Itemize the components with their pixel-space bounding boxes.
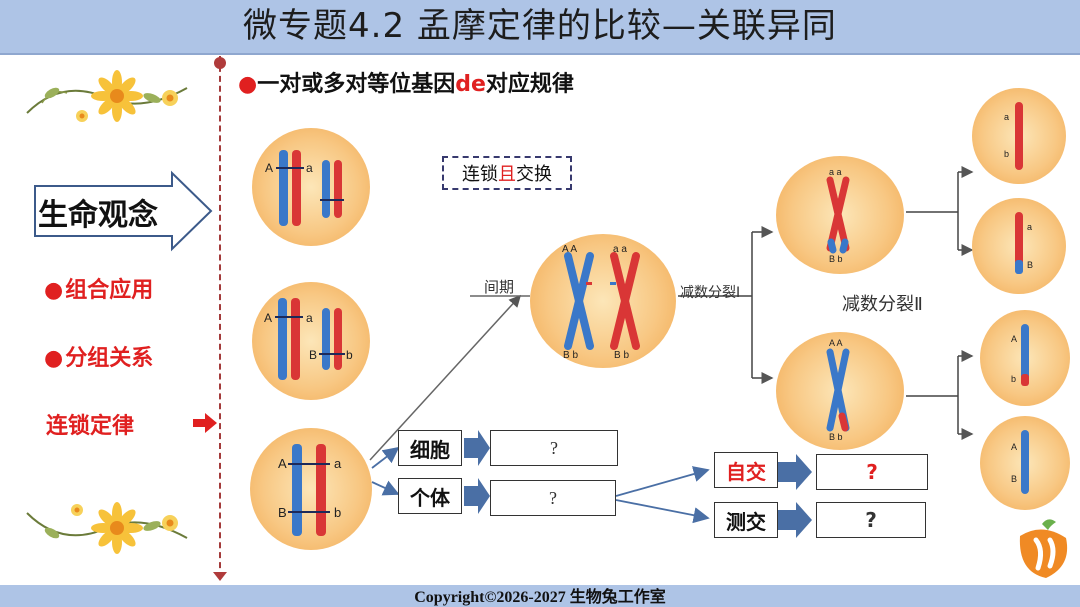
label-meiosis1: 减数分裂Ⅰ	[680, 285, 741, 301]
cell-linked: A a B b	[250, 428, 372, 550]
svg-text:b: b	[1011, 374, 1016, 384]
individual-to-answer-arrow-icon	[464, 478, 490, 514]
svg-text:a a: a a	[829, 167, 842, 177]
svg-text:A: A	[265, 161, 273, 175]
cell-independent-1: A a	[252, 128, 370, 246]
label-interphase: 间期	[484, 278, 515, 296]
linkage-crossover-box: 连锁且交换	[442, 156, 572, 190]
concept-label: 生命观念	[38, 198, 158, 233]
svg-text:B b: B b	[563, 350, 578, 361]
sidebar-item-linkage-label: 连锁定律	[46, 414, 135, 439]
svg-text:A: A	[278, 456, 287, 471]
section-title: ●一对或多对等位基因de对应规律	[238, 72, 574, 97]
svg-text:b: b	[346, 348, 353, 362]
svg-text:B b: B b	[829, 432, 843, 442]
self-cross-answer-box[interactable]: ?	[816, 454, 928, 490]
svg-text:A: A	[1011, 442, 1017, 452]
svg-text:B b: B b	[614, 350, 629, 361]
flower-decoration-bottom	[22, 488, 192, 568]
svg-text:B: B	[1011, 474, 1017, 484]
sidebar-item-grouping[interactable]: ●分组关系	[44, 346, 154, 371]
chip-test-cross: 测交	[714, 502, 778, 538]
timeline-divider	[219, 56, 221, 578]
sidebar-item-linkage[interactable]: 连锁定律	[44, 408, 134, 440]
chip-cell: 细胞	[398, 430, 462, 466]
svg-text:a: a	[1027, 222, 1032, 232]
sidebar-item-combination[interactable]: ●组合应用	[44, 278, 154, 303]
svg-text:A: A	[1011, 334, 1017, 344]
test-cross-answer-box[interactable]: ?	[816, 502, 926, 538]
svg-text:A: A	[264, 311, 272, 325]
studio-logo-icon	[1012, 516, 1074, 582]
svg-text:B b: B b	[829, 254, 843, 264]
individual-answer-box[interactable]: ?	[490, 480, 616, 516]
chip-individual: 个体	[398, 478, 462, 514]
svg-text:a: a	[306, 161, 313, 175]
svg-text:B: B	[309, 348, 317, 362]
cell-interphase: A A a a B b B b	[530, 234, 676, 368]
svg-text:A A: A A	[562, 244, 577, 255]
svg-text:b: b	[334, 505, 341, 520]
cell-answer-box[interactable]: ?	[490, 430, 618, 466]
cell-meiosis1-top: a a B b	[776, 156, 904, 274]
page-title: 微专题4.2 孟摩定律的比较—关联异同	[243, 6, 837, 46]
svg-text:b: b	[1004, 149, 1009, 159]
svg-text:B: B	[1027, 260, 1033, 270]
svg-text:a: a	[334, 456, 342, 471]
cell-independent-2: A a B b	[252, 282, 370, 400]
svg-text:a a: a a	[613, 244, 627, 255]
title-bar	[0, 0, 1080, 55]
footer-copyright: Copyright©2026-2027 生物兔工作室	[0, 585, 1080, 607]
timeline-start-dot	[214, 57, 226, 69]
svg-text:a: a	[306, 311, 313, 325]
flower-decoration-top	[22, 58, 192, 138]
svg-text:a: a	[1004, 112, 1009, 122]
svg-text:B: B	[278, 505, 287, 520]
testcross-arrow-icon	[778, 502, 812, 538]
timeline-end-arrow	[213, 572, 227, 581]
chip-self-cross: 自交	[714, 452, 778, 488]
cell-to-answer-arrow-icon	[464, 430, 490, 466]
cell-meiosis1-bottom: A A B b	[776, 332, 904, 450]
selfcross-arrow-icon	[778, 454, 812, 490]
svg-text:A A: A A	[829, 338, 843, 348]
label-meiosis2: 减数分裂Ⅱ	[842, 294, 923, 315]
